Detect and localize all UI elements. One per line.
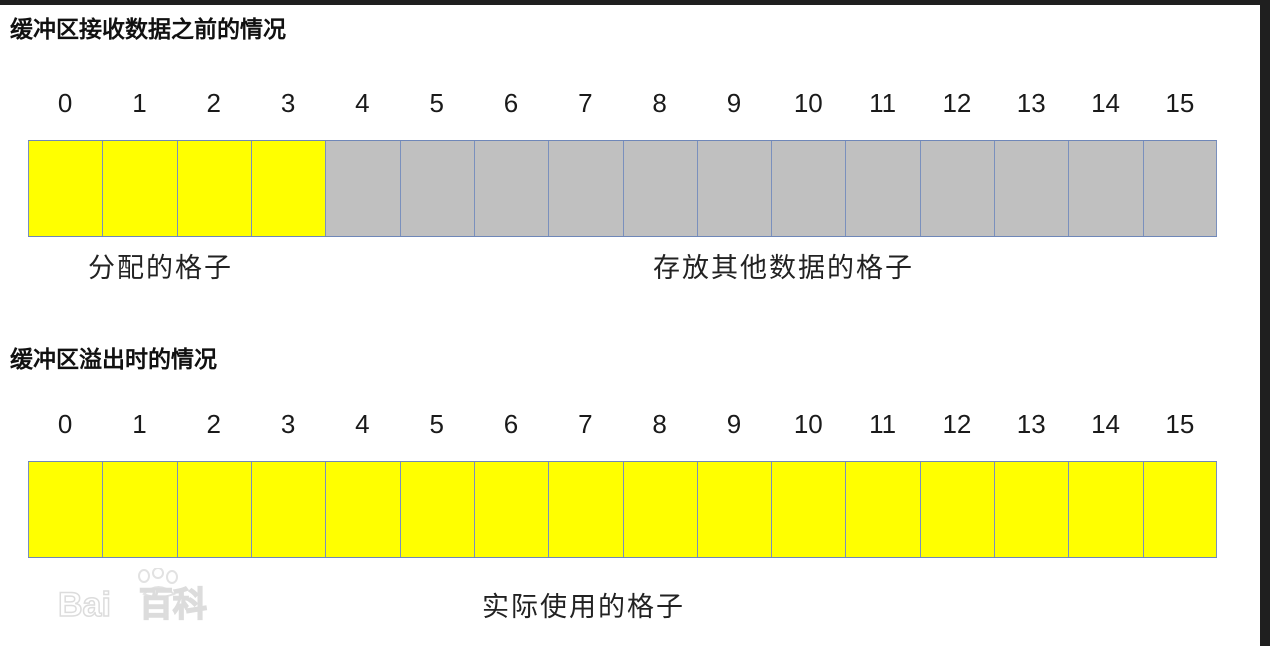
section1-caption-other: 存放其他数据的格子 bbox=[653, 253, 914, 284]
section1-title: 缓冲区接收数据之前的情况 bbox=[10, 16, 286, 43]
cell-index-label: 6 bbox=[503, 88, 519, 118]
section2-caption-used: 实际使用的格子 bbox=[482, 592, 685, 623]
cell-index-label: 5 bbox=[429, 88, 444, 118]
cell-index-label: 3 bbox=[280, 88, 296, 118]
buffer-cell-allocated bbox=[399, 462, 474, 557]
buffer-cell-allocated bbox=[771, 462, 846, 557]
cell-index-label: 2 bbox=[206, 409, 222, 439]
cell-index-label: 14 bbox=[1091, 88, 1120, 118]
top-border bbox=[0, 0, 1270, 5]
cell-index-label: 0 bbox=[57, 88, 73, 118]
cell-index-label: 13 bbox=[1016, 88, 1046, 118]
buffer-cell-other bbox=[399, 141, 474, 236]
buffer-cell-allocated bbox=[325, 462, 400, 557]
baidu-paw-icon bbox=[138, 568, 178, 598]
cell-index-label: 11 bbox=[869, 409, 897, 439]
cell-index-label: 10 bbox=[793, 409, 823, 439]
cell-index-label: 8 bbox=[652, 409, 667, 439]
cell-index-label: 1 bbox=[132, 88, 147, 118]
buffer-cell-other bbox=[1142, 141, 1217, 236]
buffer-cell-allocated bbox=[845, 462, 920, 557]
cell-index-label: 12 bbox=[942, 88, 972, 118]
buffer-cell-allocated bbox=[994, 462, 1069, 557]
buffer-cell-other bbox=[919, 141, 995, 236]
buffer-cell-allocated bbox=[250, 462, 326, 557]
buffer-cell-other bbox=[473, 141, 549, 236]
buffer-cell-other bbox=[771, 141, 846, 236]
cell-index-label: 6 bbox=[503, 409, 519, 439]
cell-index-label: 13 bbox=[1016, 409, 1046, 439]
cell-index-label: 1 bbox=[132, 409, 147, 439]
buffer-cell-other bbox=[845, 141, 920, 236]
buffer-cell-allocated bbox=[548, 462, 623, 557]
cell-index-label: 8 bbox=[652, 88, 667, 118]
section2-title: 缓冲区溢出时的情况 bbox=[10, 346, 217, 373]
buffer-cell-other bbox=[696, 141, 772, 236]
cell-index-label: 9 bbox=[726, 88, 742, 118]
buffer-cell-allocated bbox=[473, 462, 549, 557]
cell-index-label: 14 bbox=[1091, 409, 1120, 439]
section1-buffer-row bbox=[28, 140, 1217, 237]
cell-index-label: 15 bbox=[1165, 88, 1195, 118]
right-border bbox=[1260, 0, 1270, 646]
cell-index-label: 4 bbox=[355, 88, 370, 118]
cell-index-label: 10 bbox=[793, 88, 823, 118]
cell-index-label: 3 bbox=[280, 409, 296, 439]
buffer-cell-allocated bbox=[250, 141, 326, 236]
buffer-cell-other bbox=[548, 141, 623, 236]
buffer-cell-allocated bbox=[919, 462, 995, 557]
buffer-cell-allocated bbox=[622, 462, 697, 557]
buffer-cell-allocated bbox=[1142, 462, 1217, 557]
buffer-cell-allocated bbox=[28, 141, 103, 236]
buffer-cell-other bbox=[994, 141, 1069, 236]
buffer-cell-allocated bbox=[176, 462, 251, 557]
buffer-cell-allocated bbox=[28, 462, 103, 557]
cell-index-label: 9 bbox=[726, 409, 742, 439]
cell-index-label: 7 bbox=[578, 409, 593, 439]
buffer-cell-other bbox=[622, 141, 697, 236]
cell-index-label: 15 bbox=[1165, 409, 1195, 439]
cell-index-label: 2 bbox=[206, 88, 222, 118]
cell-index-label: 5 bbox=[429, 409, 444, 439]
cell-index-label: 12 bbox=[942, 409, 972, 439]
buffer-cell-allocated bbox=[696, 462, 772, 557]
cell-index-label: 11 bbox=[869, 88, 897, 118]
buffer-cell-allocated bbox=[102, 141, 177, 236]
buffer-cell-allocated bbox=[1068, 462, 1143, 557]
section2-buffer-row bbox=[28, 461, 1217, 558]
section1-caption-allocated: 分配的格子 bbox=[88, 253, 233, 284]
buffer-cell-other bbox=[325, 141, 400, 236]
cell-index-label: 7 bbox=[578, 88, 593, 118]
buffer-cell-other bbox=[1068, 141, 1143, 236]
cell-index-label: 4 bbox=[355, 409, 370, 439]
buffer-cell-allocated bbox=[176, 141, 251, 236]
cell-index-label: 0 bbox=[57, 409, 73, 439]
buffer-cell-allocated bbox=[102, 462, 177, 557]
